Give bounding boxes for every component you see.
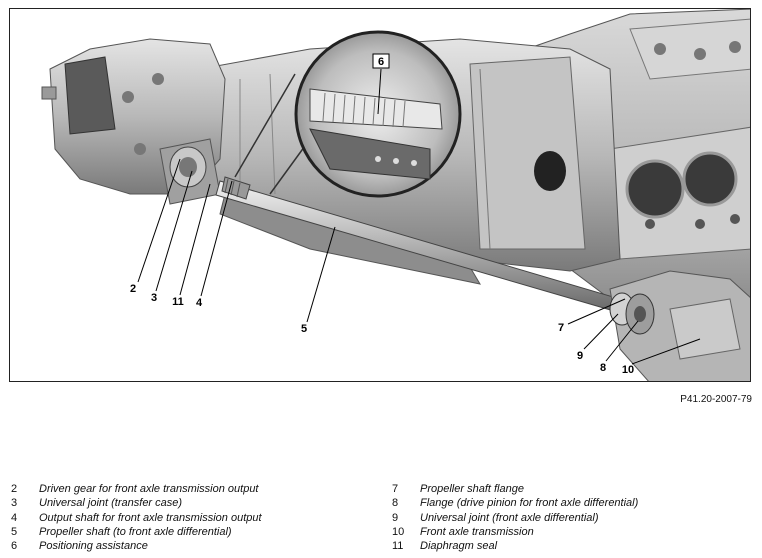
legend-number: 8 xyxy=(392,497,399,510)
legend-item: 8 Flange (drive pinion for front axle di… xyxy=(392,496,638,510)
legend-description: Output shaft for front axle transmission… xyxy=(39,511,262,524)
callout-10: 10 xyxy=(622,364,634,376)
figure-reference: P41.20-2007-79 xyxy=(680,394,752,405)
callout-11: 11 xyxy=(172,296,184,308)
leader-lines xyxy=(137,68,701,365)
legend-description: Diaphragm seal xyxy=(420,540,498,553)
legend-description: Flange (drive pinion for front axle diff… xyxy=(420,497,639,510)
callout-2: 2 xyxy=(130,283,136,295)
legend-item: 11 Diaphragm seal xyxy=(392,539,638,553)
legend-left: 2 Driven gear for front axle transmissio… xyxy=(11,482,262,553)
legend-item: 6 Positioning assistance xyxy=(11,539,262,553)
transfer-case xyxy=(41,38,226,205)
technical-illustration: 6 2 3 11 4 5 7 9 8 10 xyxy=(9,8,751,382)
legend-right: 7 Propeller shaft flange 8 Flange (drive… xyxy=(392,482,638,553)
drivetrain-drawing: 6 2 3 11 4 5 7 9 8 10 xyxy=(41,9,750,381)
callout-5: 5 xyxy=(301,323,307,335)
legend-item: 4 Output shaft for front axle transmissi… xyxy=(11,511,262,525)
legend-item: 5 Propeller shaft (to front axle differe… xyxy=(11,525,262,539)
legend-description: Propeller shaft flange xyxy=(420,483,524,495)
legend-number: 5 xyxy=(11,525,18,538)
callout-6: 6 xyxy=(378,56,384,68)
legend-description: Universal joint (front axle differential… xyxy=(420,511,599,524)
legend-item: 2 Driven gear for front axle transmissio… xyxy=(11,482,262,496)
callout-7: 7 xyxy=(558,322,564,334)
legend-description: Positioning assistance xyxy=(39,540,148,553)
legend-description: Universal joint (transfer case) xyxy=(39,497,183,510)
legend-number: 3 xyxy=(11,497,18,510)
legend-number: 4 xyxy=(11,511,18,524)
legend-item: 10 Front axle transmission xyxy=(392,525,638,539)
legend-description: Propeller shaft (to front axle different… xyxy=(39,525,232,538)
legend-number: 10 xyxy=(392,525,405,538)
callout-8: 8 xyxy=(600,362,606,374)
legend-number: 9 xyxy=(392,511,399,524)
legend-item: 3 Universal joint (transfer case) xyxy=(11,496,262,510)
legend-description: Front axle transmission xyxy=(420,525,534,538)
callout-6-box xyxy=(372,53,390,69)
legend-number: 11 xyxy=(392,540,404,553)
callout-4: 4 xyxy=(196,297,203,309)
legend-number: 6 xyxy=(11,540,18,553)
legend-item: 9 Universal joint (front axle differenti… xyxy=(392,511,638,525)
callout-9: 9 xyxy=(577,350,583,362)
legend-number: 7 xyxy=(392,483,399,495)
callout-3: 3 xyxy=(151,292,157,304)
legend-number: 2 xyxy=(11,483,18,495)
legend-description: Driven gear for front axle transmission … xyxy=(39,483,259,495)
legend-item: 7 Propeller shaft flange xyxy=(392,482,638,496)
